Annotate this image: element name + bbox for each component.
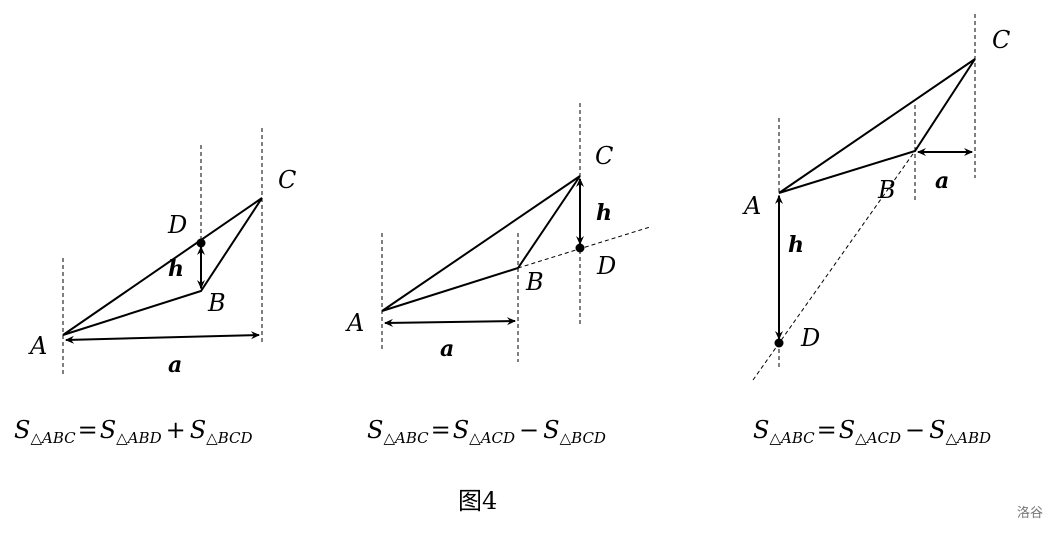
figure-2: A B C D h a: [345, 103, 651, 362]
label-a-point: A: [345, 309, 364, 337]
figure-1: A B C D h a: [28, 128, 296, 378]
label-b: B: [525, 268, 544, 296]
watermark: 洛谷: [1017, 506, 1043, 521]
figure-caption: 图4: [458, 487, 497, 515]
triangle-abc: [381, 175, 581, 312]
label-d: D: [800, 324, 820, 352]
formula-2: S△ABC=S△ACD−S△BCD: [367, 416, 606, 447]
label-a: a: [440, 336, 454, 362]
label-h: h: [788, 232, 804, 258]
label-d: D: [167, 211, 187, 239]
dashed-extension: [752, 150, 916, 381]
point-d: [196, 238, 206, 248]
formula-3: S△ABC=S△ACD−S△ABD: [753, 416, 991, 447]
point-d: [575, 243, 585, 253]
label-d: D: [596, 252, 616, 280]
point-d: [774, 338, 784, 348]
triangle-abc: [778, 58, 976, 194]
label-c: C: [992, 26, 1010, 54]
dashed-extension: [517, 226, 651, 269]
label-c: C: [278, 166, 296, 194]
label-a: a: [935, 168, 949, 194]
figure-3: A B C D h a: [742, 14, 1010, 381]
arrow-a: [65, 331, 260, 344]
label-a: a: [168, 352, 182, 378]
label-b: B: [877, 176, 896, 204]
arrow-a: [384, 317, 516, 327]
label-a-point: A: [28, 332, 47, 360]
label-h: h: [596, 200, 612, 226]
formula-1: S△ABC=S△ABD+S△BCD: [14, 416, 253, 447]
label-h: h: [168, 256, 184, 282]
triangle-abc: [62, 197, 263, 336]
label-c: C: [595, 142, 613, 170]
label-a-point: A: [742, 192, 761, 220]
label-b: B: [207, 289, 226, 317]
